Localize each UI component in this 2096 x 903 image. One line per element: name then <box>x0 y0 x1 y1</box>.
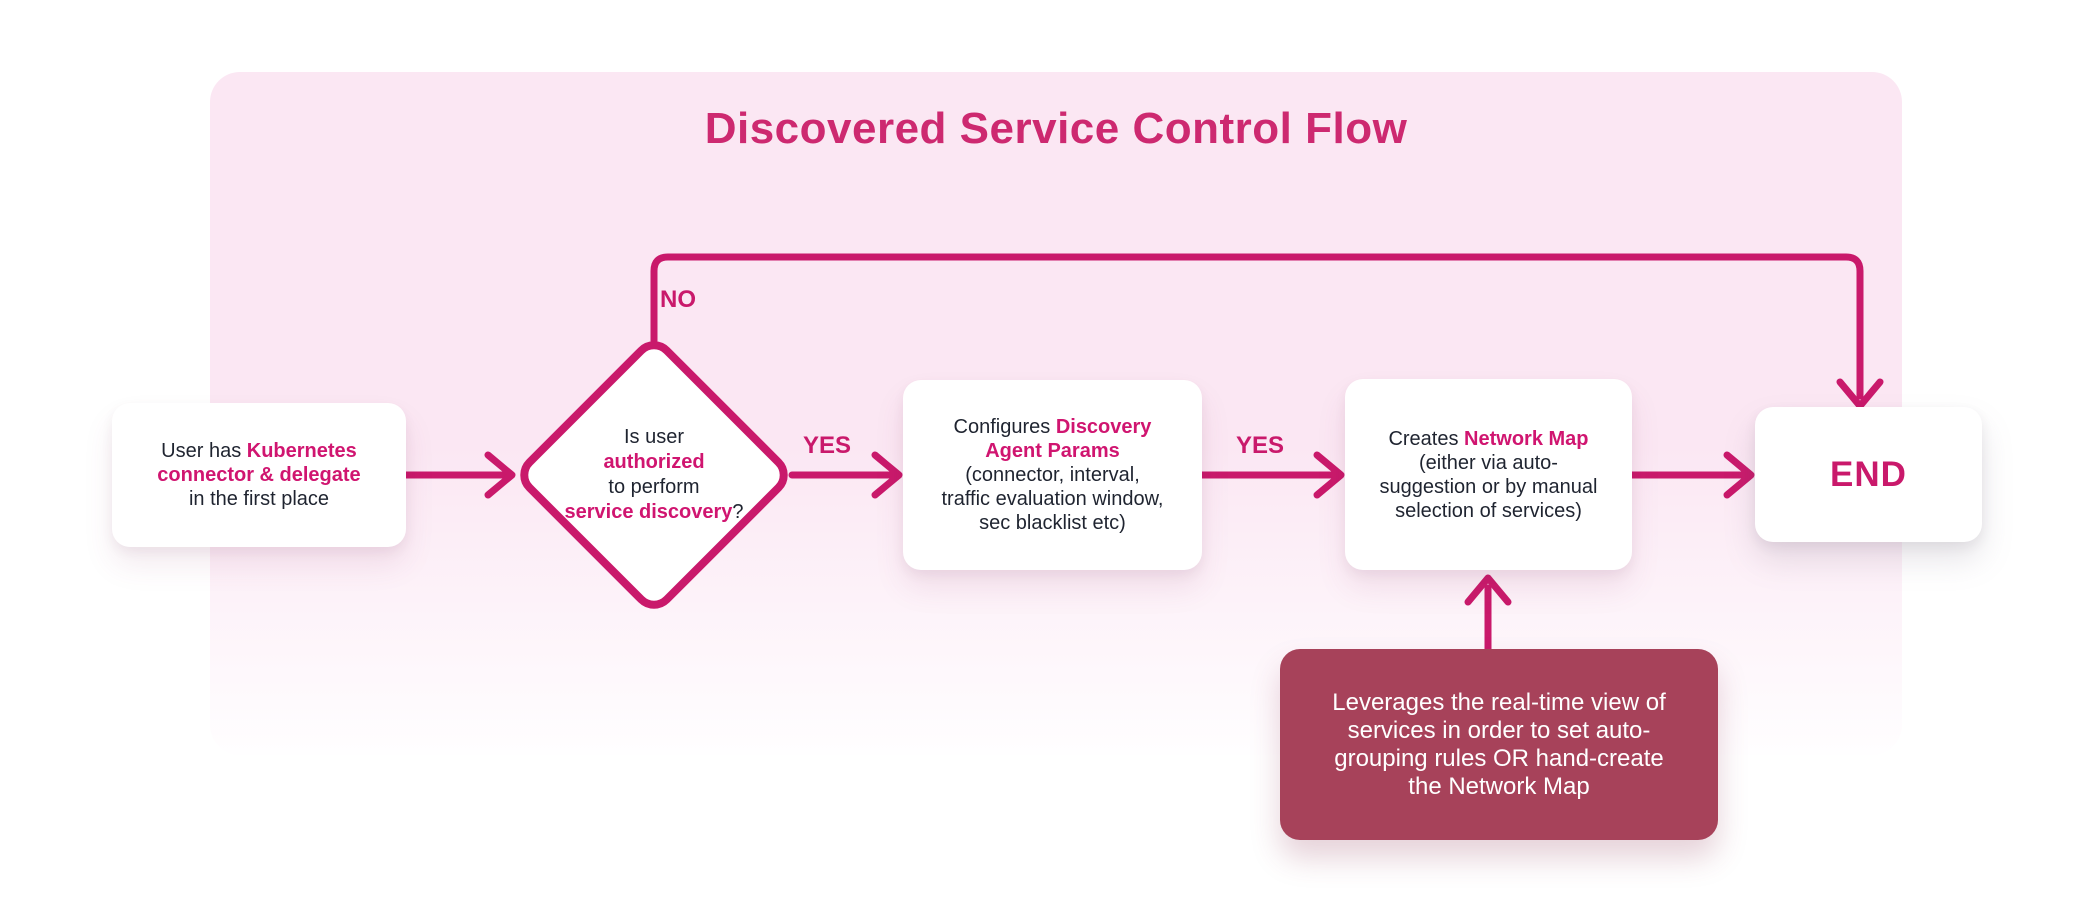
end-node: END <box>1755 407 1982 542</box>
diagram-title: Discovered Service Control Flow <box>704 104 1408 153</box>
label-no: NO <box>660 286 696 313</box>
arrowhead-create-end <box>1723 451 1755 499</box>
connector-no-loop <box>650 253 1864 400</box>
arrowhead-decision-configure <box>871 451 903 499</box>
network-map-text: Creates Network Map(either via auto-sugg… <box>1379 427 1598 522</box>
label-yes-1: YES <box>802 432 852 459</box>
network-map-node: Creates Network Map(either via auto-sugg… <box>1345 379 1632 570</box>
arrowhead-start-decision <box>484 451 516 499</box>
end-node-label: END <box>1830 454 1907 494</box>
arrowhead-no-to-end <box>1836 378 1884 410</box>
decision-diamond-shape <box>520 341 788 609</box>
label-yes-2: YES <box>1235 432 1285 459</box>
arrowhead-note-create <box>1464 574 1512 606</box>
arrowhead-configure-create <box>1313 451 1345 499</box>
